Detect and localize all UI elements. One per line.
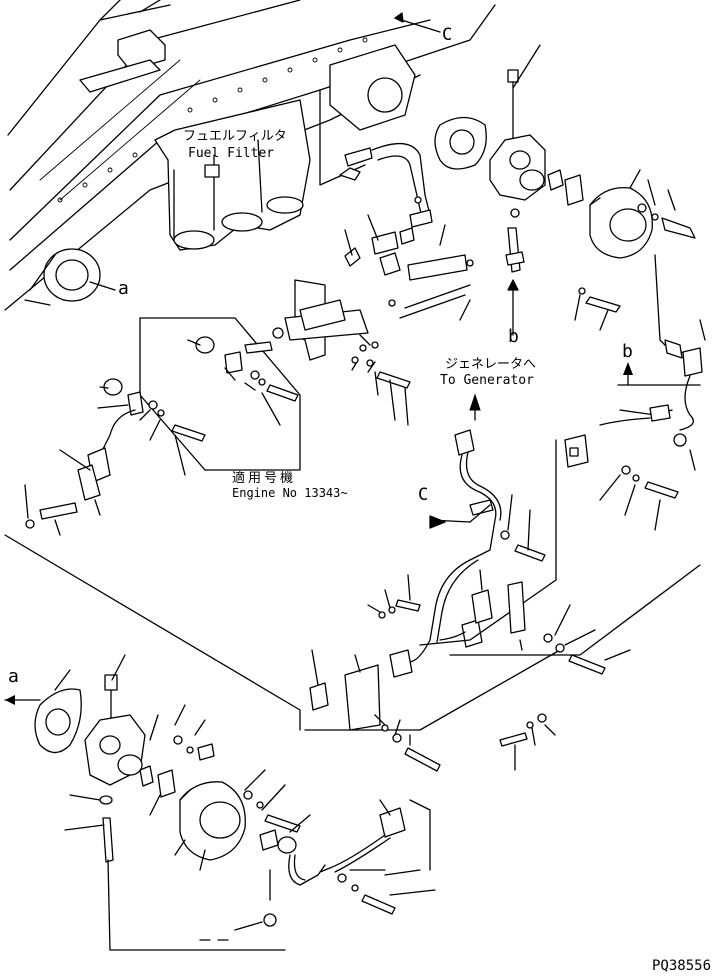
callout-c-label-top: C xyxy=(442,25,452,45)
callout-c-top: C xyxy=(394,12,452,45)
pump-lower xyxy=(34,654,286,951)
bracket-mid xyxy=(139,224,474,471)
adapter-mid xyxy=(344,214,415,276)
callout-b-label-right: b xyxy=(622,341,633,362)
lower-mid-parts xyxy=(309,569,631,772)
callout-c-label-mid: C xyxy=(418,485,428,505)
speed-sensor-top: b xyxy=(505,227,525,347)
bolts-mid-top xyxy=(574,287,621,331)
wiring-lower xyxy=(199,799,436,941)
callout-a-lower: a xyxy=(4,666,41,705)
fuel-filter-label-en: Fuel Filter xyxy=(188,146,274,161)
fuel-filter-label-jp: フュエルフィルタ xyxy=(183,129,287,144)
fuel-pipe xyxy=(319,89,433,228)
callout-b-right: b xyxy=(617,341,701,386)
drawing-number: PQ38556 xyxy=(652,958,711,974)
sensor-left xyxy=(24,409,136,536)
generator-arrow xyxy=(469,393,481,421)
flange-gasket-top xyxy=(329,44,487,170)
housing-lower xyxy=(139,704,311,871)
pump-top xyxy=(489,44,584,218)
small-parts-mid xyxy=(97,327,411,476)
fuel-filter xyxy=(154,99,311,251)
callout-a-label-lower: a xyxy=(8,666,19,687)
to-generator-label-jp: ジェネレータへ xyxy=(445,357,536,372)
engine-no-label: Engine No 13343~ xyxy=(232,486,348,500)
callout-a-upper: a xyxy=(89,278,129,299)
wiring-right xyxy=(564,254,706,531)
housing-top-right xyxy=(589,169,696,259)
callout-b-label-top: b xyxy=(508,326,519,347)
callout-a-label-upper: a xyxy=(118,278,129,299)
applicable-label-jp: 適用号機 xyxy=(232,470,296,486)
to-generator-label-en: To Generator xyxy=(440,373,534,388)
